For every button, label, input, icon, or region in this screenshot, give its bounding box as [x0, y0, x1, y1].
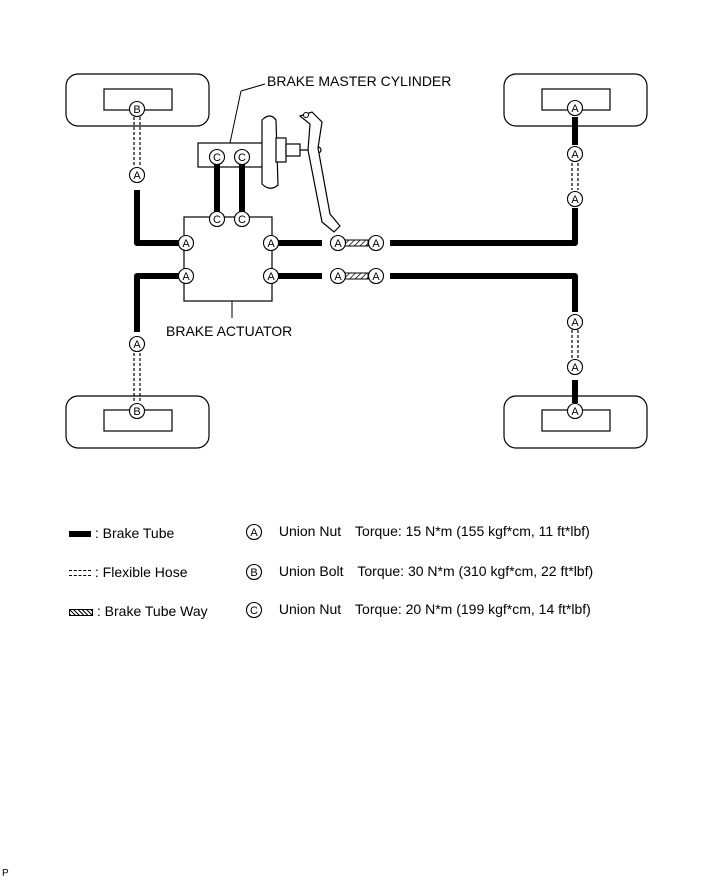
svg-text:C: C [213, 214, 221, 226]
marker-a: A [566, 402, 584, 420]
marker-b: B [128, 100, 146, 118]
legend-sep: : [94, 525, 99, 541]
svg-text:C: C [238, 152, 246, 164]
svg-text:A: A [571, 317, 579, 329]
marker-b: B [128, 402, 146, 420]
marker-a: A [566, 358, 584, 376]
marker-a: A [128, 166, 146, 184]
legend-label: Brake Tube [102, 525, 175, 541]
master-cylinder-callout: BRAKE MASTER CYLINDER [267, 73, 451, 89]
svg-text:A: A [571, 194, 579, 206]
marker-c: C [233, 148, 251, 166]
brake-tube-ways [343, 239, 369, 280]
fastener-torque: Torque: 15 N*m (155 kgf*cm, 11 ft*lbf) [355, 523, 590, 539]
svg-text:C: C [238, 214, 246, 226]
wheel-front-left [65, 73, 210, 127]
legend-label: Flexible Hose [102, 564, 188, 580]
svg-text:A: A [267, 271, 275, 283]
legend-brake-tube-way: : Brake Tube Way [69, 603, 208, 619]
marker-a-icon: A [245, 524, 263, 541]
brake-actuator-callout: BRAKE ACTUATOR [166, 323, 292, 339]
svg-text:A: A [182, 271, 190, 283]
svg-text:A: A [571, 149, 579, 161]
svg-text:A: A [334, 271, 342, 283]
marker-a: A [177, 234, 195, 252]
fastener-part: Union Nut [278, 601, 342, 617]
brake-tube-way-swatch [69, 608, 93, 616]
fastener-markers: A B A B A A A A C C C C A A A A A A A A … [128, 99, 584, 420]
fastener-part: Union Nut [278, 523, 342, 539]
legend-sep: : [94, 564, 99, 580]
fastener-part: Union Bolt [278, 563, 344, 579]
svg-text:A: A [372, 238, 380, 250]
svg-text:C: C [250, 605, 258, 617]
flexible-hoses [133, 117, 579, 403]
marker-a: A [566, 190, 584, 208]
marker-a: A [262, 234, 280, 252]
marker-a: A [329, 267, 347, 285]
svg-text:B: B [133, 406, 140, 418]
svg-text:A: A [250, 527, 258, 539]
legend-fastener-a: A Union Nut Torque: 15 N*m (155 kgf*cm, … [245, 523, 590, 541]
marker-a: A [566, 313, 584, 331]
flexible-hose-swatch [69, 570, 91, 577]
svg-text:A: A [372, 271, 380, 283]
marker-c: C [208, 148, 226, 166]
marker-a: A [177, 267, 195, 285]
svg-text:A: A [182, 238, 190, 250]
legend-flexible-hose: : Flexible Hose [69, 564, 188, 580]
legend-fastener-b: B Union Bolt Torque: 30 N*m (310 kgf*cm,… [245, 563, 593, 581]
marker-b-icon: B [245, 564, 263, 581]
brake-actuator-body [183, 216, 273, 302]
legend-sep: : [96, 603, 101, 619]
marker-a: A [566, 99, 584, 117]
brake-tubes [134, 117, 578, 403]
marker-a: A [367, 267, 385, 285]
fastener-torque: Torque: 30 N*m (310 kgf*cm, 22 ft*lbf) [357, 563, 594, 579]
marker-a: A [262, 267, 280, 285]
svg-text:A: A [571, 362, 579, 374]
marker-c-icon: C [245, 602, 263, 619]
marker-a: A [367, 234, 385, 252]
page-code: P [2, 868, 9, 879]
svg-text:B: B [250, 567, 257, 579]
svg-text:A: A [334, 238, 342, 250]
svg-text:C: C [213, 152, 221, 164]
svg-text:A: A [571, 103, 579, 115]
marker-a: A [566, 145, 584, 163]
marker-c: C [208, 210, 226, 228]
legend-brake-tube: : Brake Tube [69, 525, 174, 541]
wheel-rear-right [503, 395, 648, 449]
brake-pedal [298, 111, 341, 233]
svg-text:A: A [133, 339, 141, 351]
brake-tube-swatch [69, 531, 91, 538]
marker-a: A [329, 234, 347, 252]
svg-text:A: A [571, 406, 579, 418]
legend-label: Brake Tube Way [104, 603, 208, 619]
legend-fastener-c: C Union Nut Torque: 20 N*m (199 kgf*cm, … [245, 601, 591, 619]
svg-text:A: A [133, 170, 141, 182]
marker-a: A [128, 335, 146, 353]
fastener-torque: Torque: 20 N*m (199 kgf*cm, 14 ft*lbf) [355, 601, 591, 617]
marker-c: C [233, 210, 251, 228]
svg-text:B: B [133, 104, 140, 116]
svg-text:A: A [267, 238, 275, 250]
